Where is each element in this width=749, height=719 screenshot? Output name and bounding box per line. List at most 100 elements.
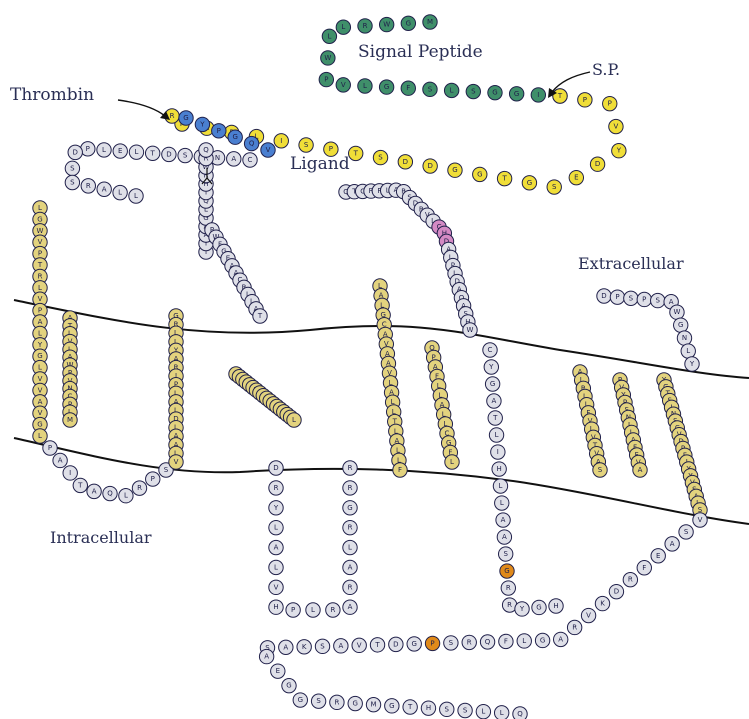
residue-letter: A (58, 456, 63, 464)
residue-letter: T (257, 312, 263, 320)
sp-arrow-label: S.P. (592, 60, 620, 79)
residue-letter: S (70, 164, 75, 172)
residue-letter: A (38, 398, 43, 406)
residue-letter: G (298, 696, 303, 704)
residue-letter: W (324, 54, 331, 62)
residue-letter: L (327, 32, 331, 40)
residue-letter: K (600, 600, 605, 608)
residue-letter: F (398, 466, 402, 474)
residue-letter: A (92, 487, 97, 495)
residue-letter: A (502, 533, 507, 541)
residue-letter: G (347, 504, 352, 512)
thrombin-label: Thrombin (10, 85, 94, 105)
residue-letter: D (393, 640, 398, 648)
residue-letter: A (670, 540, 675, 548)
residue-letter: G (37, 215, 42, 223)
residue-letter: T (501, 175, 507, 183)
residue-letter: P (430, 639, 434, 647)
residue-letter: D (403, 158, 408, 166)
residue-letter: G (411, 640, 416, 648)
residue-letter: L (274, 524, 278, 532)
residue-letter: V (341, 81, 346, 89)
residue-letter: R (572, 623, 577, 631)
residue-letter: L (499, 482, 503, 490)
residue-letter: T (150, 149, 156, 157)
residue-letter: A (669, 298, 674, 306)
residue-letter: R (330, 606, 335, 614)
residue-letter: E (276, 667, 280, 675)
residue-letter: S (503, 550, 508, 558)
residue-letter: L (522, 637, 526, 645)
residue-letter: G (232, 133, 237, 141)
residue-letter: L (38, 364, 42, 372)
residue-letter: F (642, 564, 646, 572)
residue-letter: E (118, 147, 122, 155)
residue-letter: V (38, 295, 43, 303)
residue-letter: D (273, 464, 278, 472)
residue-letter: Y (199, 120, 205, 128)
residue-letter: G (37, 421, 42, 429)
residue-letter: D (427, 162, 432, 170)
residue-letter: K (302, 643, 307, 651)
residue-letter: V (174, 458, 179, 466)
residue-letter: S (70, 179, 75, 187)
residue-letter: L (292, 416, 296, 424)
residue-letter: Y (273, 504, 279, 512)
residue-letter: C (248, 156, 253, 164)
residue-letter: L (102, 146, 106, 154)
residue-letter: Q (485, 638, 491, 646)
residue-letter: S (463, 707, 468, 715)
residue-letter: G (504, 567, 509, 575)
residue-letter: P (86, 145, 90, 153)
residue-letter: S (684, 528, 689, 536)
extracellular-label: Extracellular (578, 254, 684, 273)
residue-letter: W (467, 326, 474, 334)
residue-letter: L (311, 606, 315, 614)
residue-letter: Q (203, 146, 209, 154)
residue-letter: G (389, 702, 394, 710)
residue-letter: A (338, 642, 343, 650)
residue-letter: G (384, 83, 389, 91)
residue-letter: L (38, 204, 42, 212)
residue-letter: P (291, 606, 295, 614)
residue-letter: L (38, 284, 42, 292)
residue-letter: R (38, 272, 43, 280)
residue-letter: M (67, 416, 73, 424)
residue-letter: S (445, 705, 450, 713)
residue-letter: V (357, 641, 362, 649)
residue-letter: L (500, 499, 504, 507)
residue-letter: D (601, 292, 606, 300)
residue-letter: T (77, 481, 83, 489)
residue-letter: G (490, 380, 495, 388)
residue-letter: G (183, 114, 188, 122)
residue-letter: R (628, 576, 633, 584)
residue-letter: L (38, 329, 42, 337)
residue-letter: I (69, 469, 71, 477)
residue-letter: Y (616, 147, 622, 155)
residue-letter: Y (689, 360, 695, 368)
residue-letter: R (334, 698, 339, 706)
intracellular-label: Intracellular (50, 528, 152, 547)
residue-letter: L (686, 347, 690, 355)
residue-letter: E (574, 174, 578, 182)
residue-letter: T (557, 92, 563, 100)
residue-letter: D (73, 148, 78, 156)
residue-letter: T (492, 414, 498, 422)
residue-letter: F (406, 84, 410, 92)
residue-letter: R (348, 524, 353, 532)
residue-letter: S (552, 183, 557, 191)
residue-letter: V (38, 409, 43, 417)
residue-letter: Y (519, 605, 525, 613)
residue-letter: R (363, 22, 368, 30)
residue-letter: V (614, 123, 619, 131)
residue-letter: F (504, 637, 508, 645)
residue-letter: R (348, 484, 353, 492)
residue-letter: A (102, 185, 107, 193)
residue-letter: S (656, 297, 661, 305)
residue-letter: P (324, 76, 328, 84)
residue-letter: E (656, 552, 660, 560)
residue-letter: V (38, 386, 43, 394)
residue-letter: P (642, 295, 646, 303)
residue-letter: A (558, 635, 563, 643)
